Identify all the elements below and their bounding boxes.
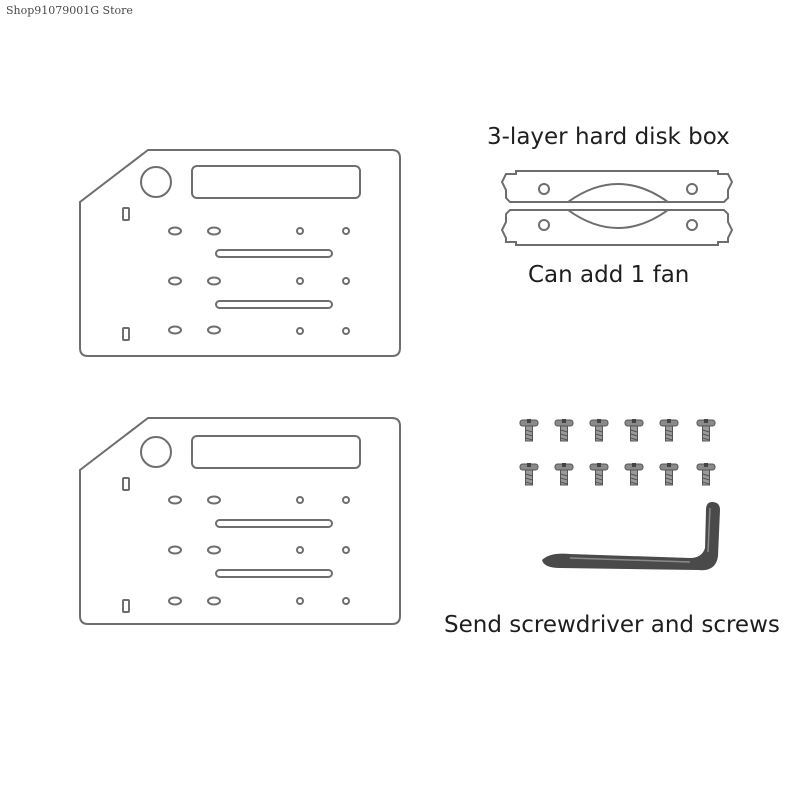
screw bbox=[589, 418, 609, 442]
fan-bracket-upper bbox=[500, 170, 734, 203]
screw bbox=[519, 418, 539, 442]
screw bbox=[519, 462, 539, 486]
screw bbox=[554, 418, 574, 442]
fan-bracket-lower bbox=[500, 209, 734, 246]
mounting-plate-top bbox=[79, 149, 401, 357]
screw bbox=[696, 462, 716, 486]
screw bbox=[589, 462, 609, 486]
caption-hard-disk-box: 3-layer hard disk box bbox=[487, 124, 730, 150]
screw bbox=[659, 462, 679, 486]
screw bbox=[624, 418, 644, 442]
screw bbox=[659, 418, 679, 442]
screw bbox=[696, 418, 716, 442]
mounting-plate-bottom bbox=[79, 417, 401, 625]
store-watermark: Shop91079001G Store bbox=[6, 4, 133, 17]
screw bbox=[624, 462, 644, 486]
hex-key-icon bbox=[542, 502, 720, 571]
screw bbox=[554, 462, 574, 486]
caption-fan: Can add 1 fan bbox=[528, 262, 690, 288]
screws bbox=[519, 418, 716, 486]
caption-screwdriver-screws: Send screwdriver and screws bbox=[444, 612, 780, 638]
fan-brackets bbox=[500, 170, 734, 246]
